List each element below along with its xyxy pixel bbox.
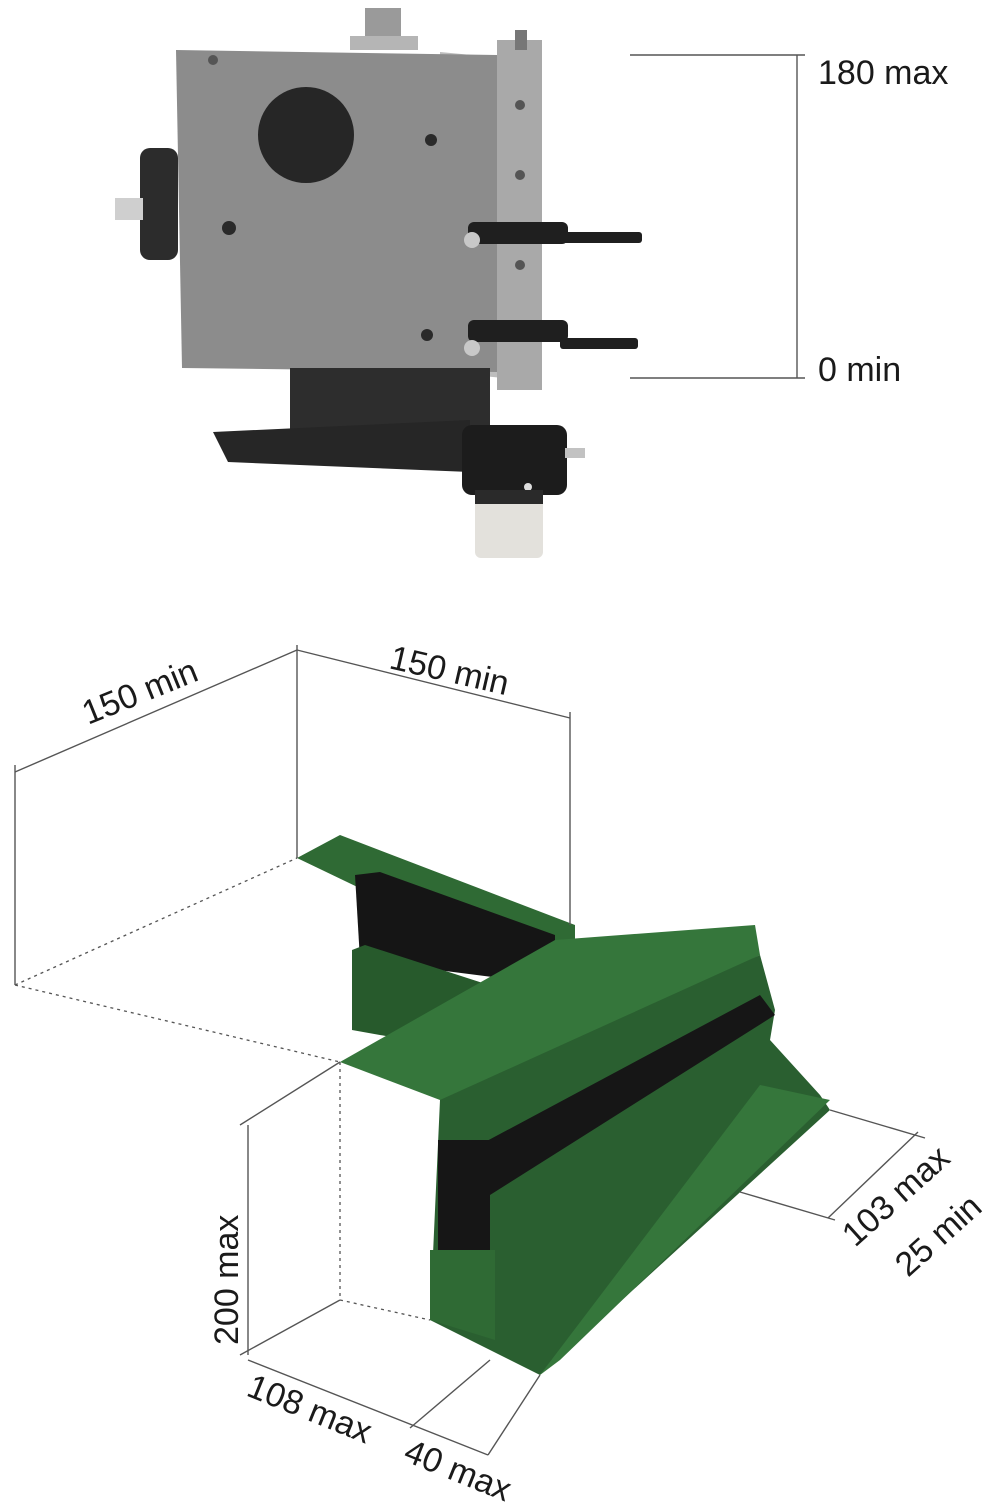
spindle-collar [475, 490, 543, 504]
profile-section-base [430, 1250, 495, 1340]
side-pin [565, 448, 585, 458]
height-min-label: 0 min [818, 351, 901, 389]
profile-front-arm-side [430, 955, 830, 1375]
rail-hole [515, 100, 525, 110]
profile-back-arm-gasket [355, 872, 555, 985]
length-a-label: 150 min [77, 652, 203, 733]
lower-clamp [464, 320, 638, 356]
height-dimension: 180 max 0 min [630, 54, 948, 389]
length-b-label: 150 min [386, 639, 512, 703]
indicator-dot [524, 483, 532, 491]
mount-hole [421, 329, 433, 341]
rail-hole [515, 170, 525, 180]
rail-hole [515, 260, 525, 270]
profile-lip [540, 1085, 830, 1375]
profile-section-gasket [438, 1140, 490, 1255]
corner-profile-illustration [297, 835, 830, 1375]
motor-shaft [115, 198, 143, 220]
top-bolt [365, 8, 401, 38]
mount-hole [222, 221, 236, 235]
base-shoe [213, 420, 470, 472]
profile-front-gasket [470, 995, 775, 1195]
height-max-label: 180 max [818, 54, 948, 92]
spindle-housing [462, 425, 567, 495]
width-label: 108 max [242, 1367, 377, 1451]
spindle-cylinder [475, 490, 543, 558]
upper-clamp [464, 222, 642, 248]
profile-front-arm-top [340, 925, 760, 1100]
mount-hole [208, 55, 218, 65]
side-motor [140, 148, 178, 260]
height-label: 200 max [208, 1215, 246, 1345]
front-plate [176, 50, 497, 372]
top-nut [350, 36, 418, 50]
machine-head-illustration [115, 8, 642, 558]
large-port-hole [258, 87, 354, 183]
mount-hole [425, 134, 437, 146]
rail-cap [515, 30, 527, 50]
